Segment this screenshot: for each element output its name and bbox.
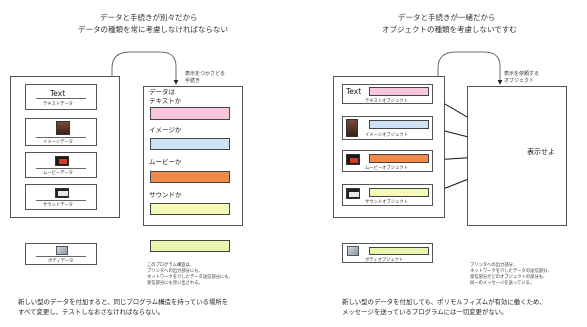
left-arrow-caption-line2: 手続き	[185, 78, 201, 84]
left-title-line2: データの種類を常に考慮しなければならない	[78, 25, 228, 34]
object-item-body-new: ボディオブジェクト	[342, 243, 433, 263]
object-item-text: Text テキストオブジェクト	[342, 84, 433, 104]
divider	[36, 256, 86, 257]
data-item-label: ムービーデータ	[43, 171, 74, 176]
swatch-orange	[150, 171, 230, 183]
procedure-label-sound: サウンドか	[149, 191, 182, 199]
left-arrow-caption-line1: 表示をつかさどる	[185, 71, 226, 77]
display-message-label: 表示せよ	[527, 148, 555, 156]
right-note-line3: 受信部分がどのオブジェクトの部分も、	[470, 275, 548, 280]
right-note-line4: 同一のメッセージを送っている。	[470, 281, 535, 286]
object-item-image: イメージオブジェクト	[342, 116, 433, 140]
swatch-pink	[369, 87, 429, 96]
right-loop-arrow	[437, 51, 503, 85]
data-item-label: サウンドデータ	[43, 203, 74, 208]
right-footer-line2: メッセージを送っているプログラムには一切変更がない。	[342, 308, 508, 316]
swatch-pink	[150, 107, 230, 120]
procedure-label-movie: ムービーか	[149, 158, 182, 166]
right-footer-line1: 新しい型のデータを付加しても、ポリモルフィズムが有効に働くため、	[342, 298, 546, 306]
procedure-label-text: テキストか	[149, 97, 182, 105]
left-loop-arrow	[111, 51, 179, 85]
left-note-line3: ネットワークを介したデータ送信部分にも、	[147, 275, 233, 280]
data-item-text: Text テキストデータ	[25, 84, 97, 110]
swatch-yellow	[369, 188, 429, 197]
right-arrow-caption-line2: オブジェクト	[504, 78, 535, 84]
left-note-line2: プリンタへの出力部分にも、	[147, 269, 203, 274]
sound-media-icon	[346, 188, 360, 199]
text-sample-icon: Text	[50, 89, 66, 98]
swatch-green-new	[369, 247, 429, 255]
procedure-label-image: イメージか	[149, 126, 182, 134]
image-photo-icon	[56, 121, 70, 135]
object-item-movie: ムービーオブジェクト	[342, 150, 433, 172]
object-item-label: イメージオブジェクト	[365, 133, 408, 138]
divider	[36, 98, 86, 99]
data-item-body-new: ボディデータ	[25, 243, 97, 265]
divider	[36, 137, 86, 138]
text-sample-icon: Text	[346, 87, 362, 96]
document-icon	[56, 246, 68, 255]
right-requester-box	[467, 86, 567, 226]
image-photo-icon	[346, 119, 358, 137]
swatch-blue	[369, 120, 429, 129]
document-icon	[347, 246, 359, 256]
object-item-label: ムービーオブジェクト	[365, 166, 408, 171]
data-item-movie: ムービーデータ	[25, 152, 97, 178]
left-title-line1: データと手続きが別々だから	[100, 13, 198, 22]
object-item-sound: サウンドオブジェクト	[342, 184, 433, 206]
data-item-label: イメージデータ	[43, 140, 73, 145]
data-item-sound: サウンドデータ	[25, 184, 97, 210]
right-note-line1: プリンタへの出力部分、	[470, 263, 518, 268]
data-item-label: ボディデータ	[48, 259, 74, 264]
swatch-green-new	[150, 240, 230, 252]
divider	[36, 200, 86, 201]
right-title-line2: オブジェクトの種類を考慮しないですむ	[382, 25, 517, 34]
movie-film-icon	[55, 156, 69, 166]
left-note-line1: このプログラム構造は、	[147, 263, 195, 268]
procedure-label-data: データは	[149, 88, 175, 96]
data-item-label: テキストデータ	[43, 102, 73, 107]
right-title-line1: データと手続きが一緒だから	[398, 13, 496, 22]
object-item-label: テキストオブジェクト	[365, 99, 408, 104]
object-item-label: サウンドオブジェクト	[365, 200, 408, 205]
movie-film-icon	[346, 154, 360, 165]
swatch-blue	[150, 138, 230, 150]
object-item-label: ボディオブジェクト	[365, 258, 404, 263]
sound-media-icon	[55, 188, 69, 198]
swatch-orange	[369, 154, 429, 163]
data-item-image: イメージデータ	[25, 118, 97, 146]
divider	[36, 168, 86, 169]
swatch-yellow	[150, 203, 230, 215]
left-footer-line2: すべて変更し、テストしなおさなければならない。	[18, 308, 165, 316]
left-note-line4: 受信部分にも見い出される。	[147, 281, 203, 286]
right-note-line2: ネットワークを介したデータの送信部分、	[470, 269, 552, 274]
right-arrow-caption-line1: 表示を依頼する	[504, 71, 540, 77]
left-footer-line1: 新しい型のデータを付加すると、同じプログラム構造を持っている場所を	[18, 298, 229, 306]
